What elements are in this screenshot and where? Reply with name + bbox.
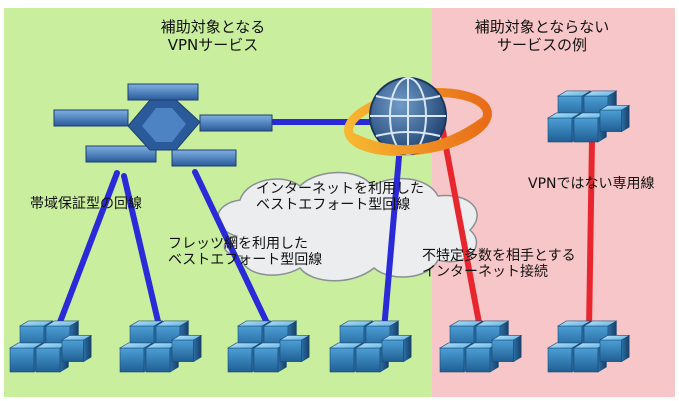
label-unspecified-internet-line1: 不特定多数を相手とする — [422, 248, 576, 264]
subsidy-target-title: 補助対象となる VPNサービス — [148, 18, 278, 54]
site-cube-6 — [546, 320, 631, 373]
label-flets-besteffort: フレッツ網を利用した ベストエフォート型回線 — [168, 236, 322, 268]
non-subsidy-title: 補助対象とならない サービスの例 — [462, 18, 622, 54]
non-subsidy-lines — [439, 123, 595, 347]
label-flets-besteffort-line2: ベストエフォート型回線 — [168, 252, 323, 268]
subsidy-target-title-line2: VPNサービス — [167, 36, 259, 54]
dedicated-cube — [546, 90, 631, 143]
site-cube-4 — [328, 320, 413, 373]
site-cube-5 — [438, 320, 523, 373]
label-internet-besteffort-line2: ベストエフォート型回線 — [256, 197, 411, 213]
server-cubes — [8, 90, 631, 373]
non-subsidy-title-line2: サービスの例 — [496, 36, 587, 54]
label-flets-besteffort-line1: フレッツ網を利用した — [168, 236, 308, 252]
label-unspecified-internet-line2: インターネット接続 — [422, 264, 548, 280]
subsidy-target-title-line1: 補助対象となる — [160, 18, 266, 36]
label-vpn-not-dedicated: VPNではない専用線 — [528, 176, 655, 192]
label-internet-besteffort-line1: インターネットを利用した — [256, 181, 424, 197]
label-unspecified-internet: 不特定多数を相手とする インターネット接続 — [422, 248, 576, 280]
label-internet-besteffort: インターネットを利用した ベストエフォート型回線 — [256, 181, 424, 213]
vpn-router-icon — [53, 83, 273, 167]
internet-cloud — [217, 171, 478, 282]
site-cube-1 — [8, 320, 93, 373]
site-cube-2 — [118, 320, 203, 373]
label-bandwidth-guaranteed: 帯域保証型の回線 — [30, 196, 142, 212]
non-subsidy-title-line1: 補助対象とならない — [474, 18, 610, 36]
internet-globe-icon — [344, 77, 492, 156]
site-cube-3 — [226, 320, 311, 373]
